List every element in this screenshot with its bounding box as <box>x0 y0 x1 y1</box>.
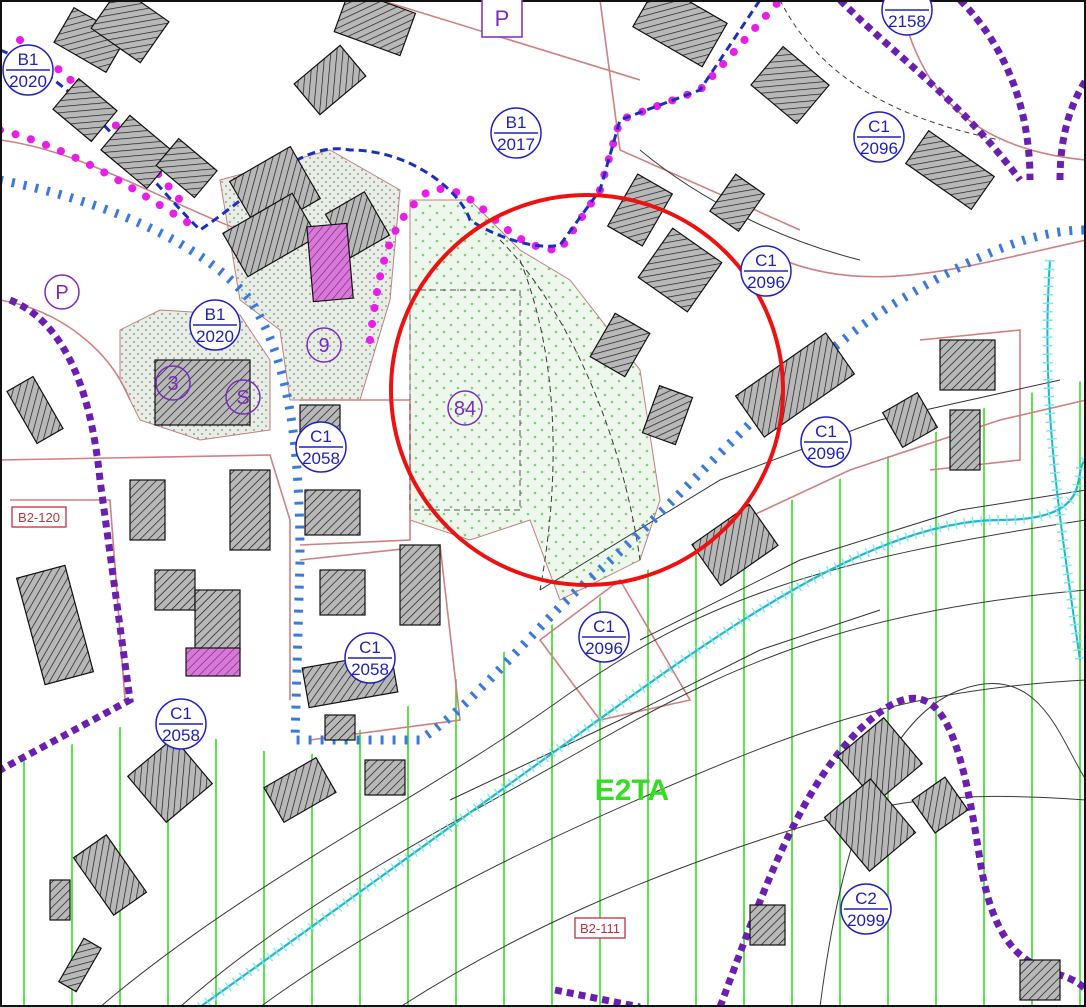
circle-label-s: S <box>225 379 261 415</box>
zone-number: 2096 <box>860 139 898 158</box>
blue-dashed-boundary <box>0 0 762 248</box>
e2ta-zone-area <box>0 380 1086 1007</box>
zone-number: 2020 <box>196 327 234 346</box>
buildings <box>6 0 1061 1001</box>
zone-number: 2058 <box>162 726 200 745</box>
highlight-building-2 <box>185 647 241 677</box>
zone-text-e2ta: E2TA <box>595 774 669 807</box>
zone-code: B1 <box>18 50 39 69</box>
zone-label: B1 2020 <box>2 44 54 96</box>
zone-code: C1 <box>359 638 381 657</box>
zone-code: B1 <box>205 305 226 324</box>
circle-label-3: 3 <box>155 365 191 401</box>
svg-text:P: P <box>495 6 510 31</box>
svg-text:3: 3 <box>167 373 178 395</box>
zone-number: 2020 <box>9 72 47 91</box>
zone-label: B1 2020 <box>189 299 241 351</box>
zone-label: C1 2096 <box>740 245 792 297</box>
zone-label: C1 2096 <box>578 611 630 663</box>
zone-number: 2096 <box>807 444 845 463</box>
parking-box-label: P <box>481 0 523 38</box>
zone-number: 2099 <box>847 911 885 930</box>
zone-code: C1 <box>815 422 837 441</box>
zone-number: 2058 <box>351 660 389 679</box>
circle-label-84: 84 <box>447 390 483 426</box>
contour-lines <box>99 0 1086 1007</box>
svg-text:P: P <box>55 282 68 304</box>
zone-code: C1 <box>593 617 615 636</box>
slope-ticks <box>449 379 1086 801</box>
zone-code: C1 <box>310 427 332 446</box>
svg-text:S: S <box>236 387 249 409</box>
svg-text:B2-111: B2-111 <box>580 921 620 936</box>
svg-text:84: 84 <box>454 398 476 420</box>
zone-code: C2 <box>855 889 877 908</box>
svg-text:B2-120: B2-120 <box>18 510 60 525</box>
zone-number: 2058 <box>302 449 340 468</box>
zone-label: C1 2058 <box>344 632 396 684</box>
svg-text:9: 9 <box>318 335 329 357</box>
zone-number: 2096 <box>585 639 623 658</box>
zone-number: 2158 <box>888 12 926 31</box>
zone-number: 2096 <box>747 273 785 292</box>
zone-label: C1 2096 <box>800 416 852 468</box>
highlight-circle <box>389 193 785 587</box>
zone-code: C1 <box>755 251 777 270</box>
zone-code: C1 <box>868 117 890 136</box>
zone-code: C1 <box>170 704 192 723</box>
zone-label-partial: 2158 <box>881 0 933 36</box>
circle-label-p: P <box>44 274 80 310</box>
zone-number: 2017 <box>497 135 535 154</box>
highlight-building-1 <box>306 222 354 303</box>
zone-label: C2 2099 <box>840 883 892 935</box>
zone-label: B1 2017 <box>490 107 542 159</box>
dashed-plot-84 <box>409 289 521 511</box>
zone-code: B1 <box>506 113 527 132</box>
zone-box-b2-120: B2-120 <box>11 506 67 528</box>
zone-box-b2-111: B2-111 <box>574 917 626 939</box>
zone-label: C1 2058 <box>155 698 207 750</box>
stream-line-right <box>1046 259 1081 661</box>
zone-label: C1 2096 <box>853 111 905 163</box>
circle-label-9: 9 <box>306 327 342 363</box>
zone-label: C1 2058 <box>295 421 347 473</box>
